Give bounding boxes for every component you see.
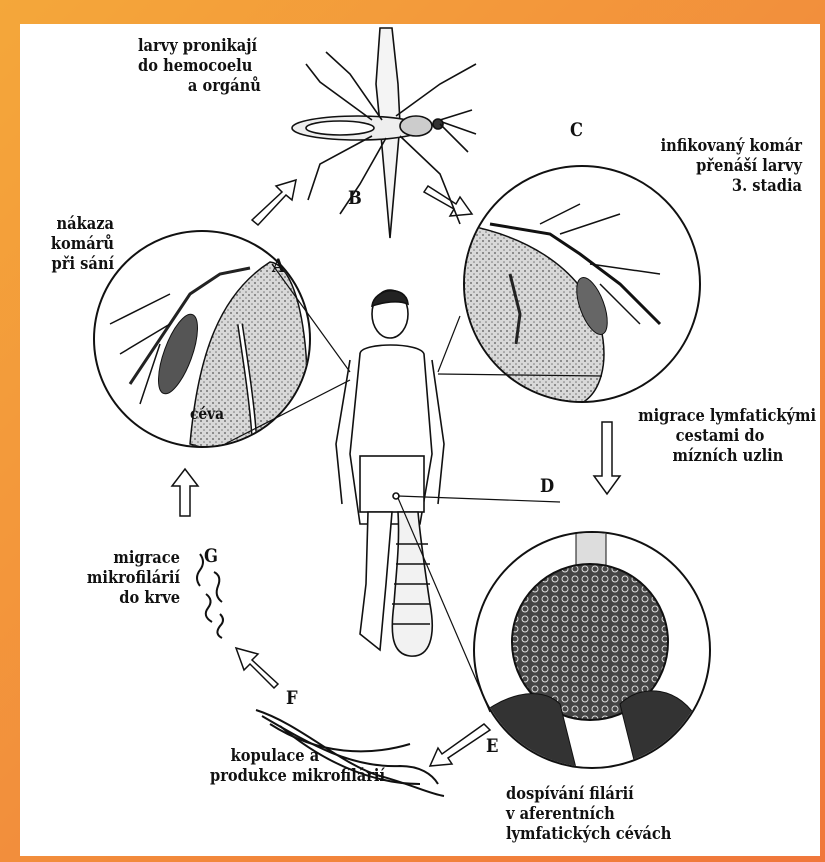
letter-b: B	[348, 188, 362, 208]
label-ceva: céva	[190, 404, 224, 424]
arrow-e-to-f	[430, 724, 490, 766]
letter-d: D	[540, 476, 554, 496]
arrow-f-to-g	[236, 648, 278, 688]
label-g-text: migrace mikrofilárií do krve	[77, 548, 180, 608]
label-a-text: nákaza komárů při sání	[33, 214, 114, 274]
letter-f: F	[286, 688, 298, 708]
circle-d	[398, 496, 720, 784]
letter-e: E	[486, 736, 498, 756]
arrow-b-to-c	[424, 186, 472, 216]
arrow-g-to-a	[172, 469, 198, 516]
circle-c	[438, 166, 700, 404]
human-figure	[336, 290, 444, 656]
arrow-c-to-d	[594, 422, 620, 494]
arrow-a-to-b	[252, 180, 296, 225]
letter-c: C	[570, 120, 583, 140]
circle-a	[94, 231, 350, 464]
label-c-text: infikovaný komár přenáší larvy 3. stadia	[630, 136, 802, 196]
label-f-text: kopulace a produkce mikrofilárií	[210, 746, 385, 786]
letter-g: G	[204, 546, 218, 566]
label-b-text: larvy pronikají do hemocoelu a orgánů	[138, 36, 261, 96]
label-migrace-lymf: migrace lymfatickými cestami do mízních …	[627, 406, 816, 466]
letter-a: A	[272, 256, 285, 276]
label-e-text: dospívání filárií v aferentních lymfatic…	[506, 784, 671, 844]
diagram-panel: larvy pronikají do hemocoelu a orgánů B …	[20, 24, 820, 856]
